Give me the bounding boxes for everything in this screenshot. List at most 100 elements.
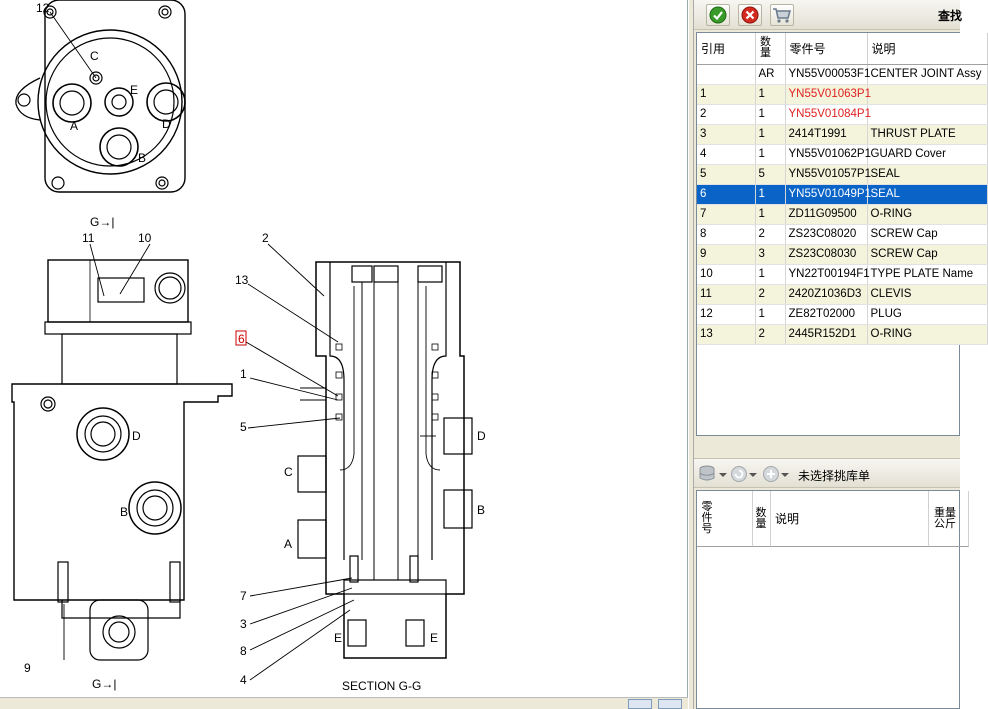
cell-ref: 2 [697, 104, 756, 125]
cell-qty: AR [755, 64, 786, 85]
callout-7[interactable]: 7 [240, 589, 247, 603]
callout-8[interactable]: 8 [240, 644, 247, 658]
parts-toolbar: 查找 [694, 0, 963, 30]
picklist-label: 未选择挑库单 [798, 469, 871, 483]
cell-desc: PLUG [867, 304, 988, 325]
cancel-button[interactable] [738, 4, 762, 26]
page-view-button-1[interactable] [628, 699, 652, 709]
cell-desc: O-RING [867, 204, 988, 225]
cell-part-no: YN55V00053F1 [785, 64, 870, 85]
port-label-e-left: E [334, 631, 342, 645]
cell-ref: 1 [697, 84, 756, 105]
port-label-b: B [138, 151, 146, 165]
port-label-b-section: B [477, 503, 485, 517]
cell-ref: 5 [697, 164, 756, 185]
callout-6[interactable]: 6 [238, 332, 245, 346]
cell-desc [867, 84, 988, 105]
callout-2[interactable]: 2 [262, 231, 269, 245]
refresh-icon[interactable] [730, 465, 758, 486]
cell-desc: TYPE PLATE Name [867, 264, 988, 285]
callout-1[interactable]: 1 [240, 367, 247, 381]
cell-ref: 10 [697, 264, 756, 285]
toolbar-title: 查找 [938, 9, 963, 23]
cell-desc: SCREW Cap [867, 244, 988, 265]
cell-qty: 1 [755, 144, 786, 165]
cell-desc: GUARD Cover [867, 144, 988, 165]
cell-ref: 6 [697, 184, 756, 205]
add-icon[interactable] [762, 465, 790, 486]
cell-ref: 4 [697, 144, 756, 165]
picklist-header-qty[interactable]: 数量 [753, 491, 771, 547]
callout-4[interactable]: 4 [240, 673, 247, 687]
callout-12[interactable]: 12 [36, 1, 50, 15]
callout-3[interactable]: 3 [240, 617, 247, 631]
pane-splitter[interactable] [688, 0, 694, 709]
callout-6-highlight [235, 330, 247, 346]
callout-9[interactable]: 9 [24, 661, 31, 675]
cell-qty: 1 [755, 84, 786, 105]
cell-desc: SEAL [867, 184, 988, 205]
header-part-no[interactable]: 零件号 [785, 33, 868, 65]
exploded-drawing[interactable]: 12 C E A D B G→| 11 10 D B 9 G→| 2 13 6 … [0, 0, 688, 709]
cell-desc: SEAL [867, 164, 988, 185]
port-label-a-section: A [284, 537, 292, 551]
header-ref[interactable]: 引用 [697, 33, 756, 65]
cell-part-no: 2445R152D1 [785, 324, 868, 345]
add-to-cart-button[interactable] [770, 4, 794, 26]
port-label-c: C [90, 49, 99, 63]
cell-qty: 1 [755, 304, 786, 325]
port-label-d: D [162, 117, 171, 131]
cell-part-no: YN55V01049P1 [785, 184, 871, 205]
cell-ref [697, 64, 756, 85]
cell-part-no: ZE82T02000 [785, 304, 868, 325]
database-icon[interactable] [698, 465, 728, 486]
cell-desc: SCREW Cap [867, 224, 988, 245]
picklist-header-weight[interactable]: 重量公斤 [929, 491, 969, 547]
callout-10[interactable]: 10 [138, 231, 152, 245]
cart-icon [773, 8, 791, 23]
cell-qty: 2 [755, 284, 786, 305]
leader-lines [63, 243, 355, 681]
cell-qty: 3 [755, 244, 786, 265]
callout-5[interactable]: 5 [240, 420, 247, 434]
drawing-statusbar [0, 697, 688, 709]
section-marker-bottom: G→| [92, 677, 116, 691]
drawing-pane[interactable]: 12 C E A D B G→| 11 10 D B 9 G→| 2 13 6 … [0, 0, 688, 709]
cell-part-no: 2420Z1036D3 [785, 284, 868, 305]
confirm-button[interactable] [706, 4, 730, 26]
cell-qty: 1 [755, 264, 786, 285]
callout-11[interactable]: 11 [82, 231, 95, 245]
cell-ref: 7 [697, 204, 756, 225]
cell-part-no: YN55V01063P1 [785, 84, 871, 105]
header-qty[interactable]: 数量 [755, 33, 786, 65]
cell-desc: CLEVIS [867, 284, 988, 305]
cell-part-no: YN55V01084P1 [785, 104, 871, 125]
page-view-button-2[interactable] [658, 699, 682, 709]
picklist-toolbar: 未选择挑库单 [694, 458, 960, 488]
port-label-e: E [130, 83, 138, 97]
callout-13[interactable]: 13 [235, 273, 249, 287]
picklist-header-part-no[interactable]: 零件号 [697, 491, 753, 547]
check-icon [709, 6, 727, 24]
picklist-header-desc[interactable]: 说明 [771, 491, 929, 547]
picklist-table[interactable]: 零件号 数量 说明 重量公斤 [696, 490, 969, 709]
cell-ref: 12 [697, 304, 756, 325]
header-desc[interactable]: 说明 [867, 33, 988, 65]
